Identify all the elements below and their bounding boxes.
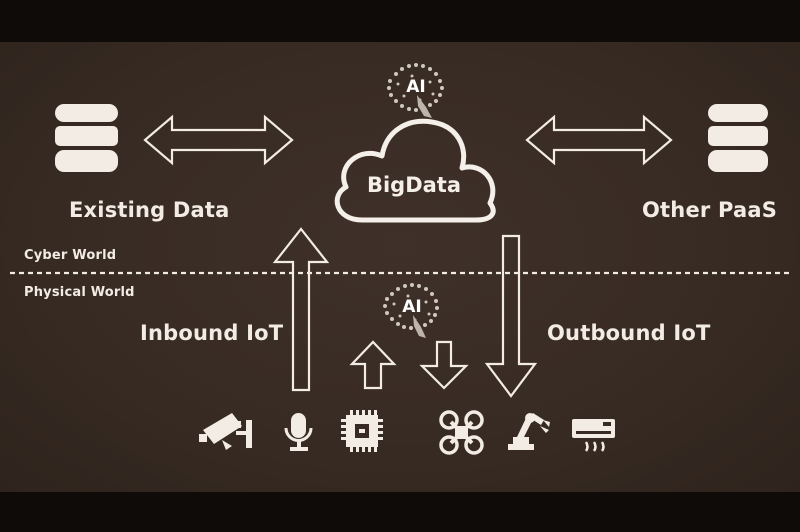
small-down-arrow	[419, 340, 469, 390]
security-camera-icon	[199, 413, 252, 450]
outbound-arrow	[484, 234, 538, 398]
bigdata-label: BigData	[367, 173, 461, 197]
microphone-icon	[284, 413, 313, 451]
inbound-iot-label: Inbound IoT	[140, 321, 284, 345]
brain-icon	[383, 283, 439, 338]
ai-label-bottom: AI	[402, 297, 421, 317]
database-icon-left	[55, 104, 118, 172]
double-arrow-left	[143, 114, 294, 166]
physical-world-label: Physical World	[24, 285, 135, 300]
other-paas-label: Other PaaS	[642, 198, 778, 222]
chip-icon	[341, 410, 383, 452]
existing-data-label: Existing Data	[69, 198, 230, 222]
cloud-icon	[334, 118, 496, 223]
drone-icon	[439, 410, 484, 455]
brain-icon	[387, 63, 444, 118]
robot-arm-icon	[508, 413, 550, 450]
small-up-arrow	[349, 340, 397, 390]
double-arrow-right	[525, 114, 673, 166]
bigdata-cloud: BigData	[334, 118, 496, 223]
outbound-iot-label: Outbound IoT	[547, 321, 711, 345]
air-conditioner-icon	[572, 419, 615, 452]
presentation-slide	[0, 42, 800, 492]
inbound-arrow	[272, 227, 330, 392]
cyber-world-label: Cyber World	[24, 248, 117, 263]
ai-label-top: AI	[406, 77, 425, 97]
ai-brain-badge-top: AI	[387, 63, 444, 118]
ai-brain-badge-bottom: AI	[383, 283, 439, 338]
database-icon-right	[708, 104, 768, 172]
